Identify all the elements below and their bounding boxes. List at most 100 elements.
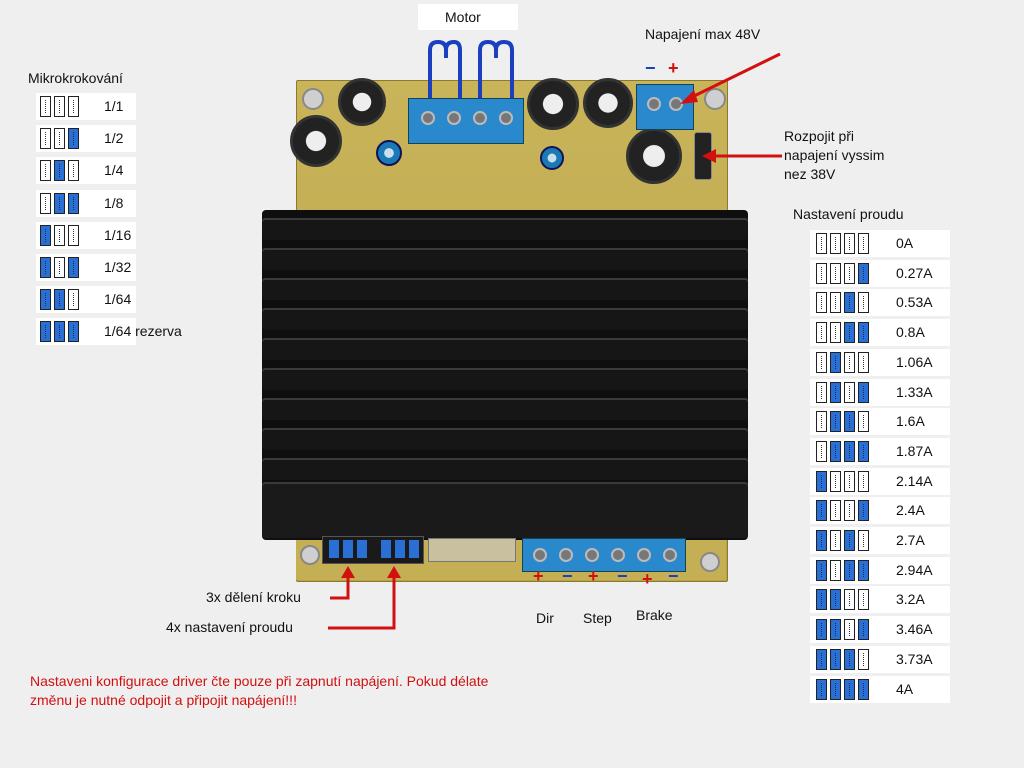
heatsink-fin <box>262 308 748 330</box>
current-switches <box>816 500 869 522</box>
dip-switch-on <box>858 500 869 522</box>
dip-switch-on <box>40 224 51 246</box>
dir-minus-label: − <box>562 566 573 586</box>
dip-switch-off <box>858 530 869 551</box>
dip-switch-off <box>858 648 869 670</box>
dip-switch-off <box>816 411 827 433</box>
dip-switch-off <box>830 262 841 284</box>
heatsink-fin <box>262 458 748 480</box>
microstep-switches <box>40 192 79 214</box>
dip-switch-on <box>844 292 855 314</box>
current-value: 3.46A <box>896 621 933 638</box>
heatsink-fin <box>262 338 748 360</box>
dip-switch-off <box>68 289 79 311</box>
dip-switch-on <box>40 289 51 311</box>
brake-minus-label: − <box>668 566 679 586</box>
current-title: Nastavení proudu <box>793 206 904 222</box>
current-value: 1.33A <box>896 383 933 400</box>
microstep-row <box>36 221 136 249</box>
dip-switch-off <box>54 128 65 150</box>
dip-switch-off <box>816 292 827 314</box>
current-value: 0A <box>896 235 914 251</box>
capacitor-icon <box>527 78 579 130</box>
current-switches <box>816 411 869 433</box>
microstep-value: 1/64 <box>104 291 132 308</box>
microstep-switches <box>40 289 79 311</box>
dip-switch-off <box>844 233 855 254</box>
capacitor-icon <box>338 78 386 126</box>
dip-switch-off <box>844 470 855 492</box>
dip-switch-on <box>844 648 855 670</box>
dip-switch-on <box>54 321 65 343</box>
dip-switch-on <box>54 192 65 214</box>
dip-switch-off <box>68 96 79 117</box>
current-switches <box>816 440 869 462</box>
heatsink-fin <box>262 278 748 300</box>
current-value: 3.2A <box>896 591 925 608</box>
microstep-value: 1/1 <box>104 98 124 114</box>
mounting-screw-icon <box>300 545 320 565</box>
mounting-screw-icon <box>302 88 324 110</box>
current-switches <box>816 322 869 344</box>
capacitor-icon <box>626 128 682 184</box>
microstep-switches <box>40 96 79 117</box>
current-switches <box>816 233 869 254</box>
microstep-switches <box>40 257 79 278</box>
small-capacitor-icon <box>540 146 564 170</box>
dip-switch-off <box>830 530 841 551</box>
dip-switch-on <box>816 648 827 670</box>
capacitor-icon <box>583 78 633 128</box>
microstep-row <box>36 93 136 120</box>
current-switches <box>816 292 869 314</box>
dip-switch-on <box>830 589 841 611</box>
dip-switch-on <box>816 619 827 641</box>
dip-switch-on <box>816 678 827 700</box>
dip-switch-off <box>830 500 841 522</box>
dip-switch-off <box>844 381 855 403</box>
power-plus-label: + <box>668 58 679 78</box>
dip-switch-off <box>816 351 827 373</box>
dip-switch-off <box>830 233 841 254</box>
microstep-switches <box>40 160 79 182</box>
microstep-row <box>36 189 136 217</box>
mounting-screw-icon <box>704 88 726 110</box>
disconnect-line-1: Rozpojit při <box>784 128 855 144</box>
heatsink-fin <box>262 398 748 420</box>
microstep-value: 1/2 <box>104 130 124 147</box>
current-value: 1.87A <box>896 442 933 459</box>
step-division-label: 3x dělení kroku <box>206 589 301 605</box>
step-division-arrow-icon <box>330 566 355 600</box>
pin-header <box>428 538 516 562</box>
dip-switch-on <box>858 322 869 344</box>
heatsink-fin <box>262 218 748 240</box>
signal-terminal-block <box>522 538 686 572</box>
heatsink-fin <box>262 428 748 450</box>
motor-label-box <box>418 4 518 30</box>
current-switches <box>816 381 869 403</box>
dip-switch-on <box>816 500 827 522</box>
dip-switch-on <box>844 440 855 462</box>
current-value: 4A <box>896 680 914 697</box>
motor-terminal-block <box>408 98 524 144</box>
step-plus-label: + <box>588 566 599 586</box>
dip-switch-off <box>40 128 51 150</box>
capacitor-icon <box>290 115 342 167</box>
dip-switch-on <box>844 559 855 581</box>
dip-switch-on <box>830 381 841 403</box>
disconnect-arrow-icon <box>702 149 782 163</box>
current-value: 1.6A <box>896 413 925 430</box>
microstep-value: 1/16 <box>104 226 132 243</box>
dip-switch-on <box>830 678 841 700</box>
dip-switch-off <box>844 619 855 641</box>
dip-switch-off <box>858 351 869 373</box>
dip-switch-off <box>844 351 855 373</box>
dip-switch-off <box>40 160 51 182</box>
dip-switch-on <box>816 559 827 581</box>
current-switches <box>816 530 869 551</box>
microstep-switches <box>40 224 79 246</box>
config-note-line-1: Nastaveni konfigurace driver čte pouze p… <box>30 673 489 689</box>
current-switches <box>816 559 869 581</box>
dip-switch-off <box>858 470 869 492</box>
microstep-value: 1/8 <box>104 194 124 211</box>
current-value: 2.14A <box>896 472 933 489</box>
